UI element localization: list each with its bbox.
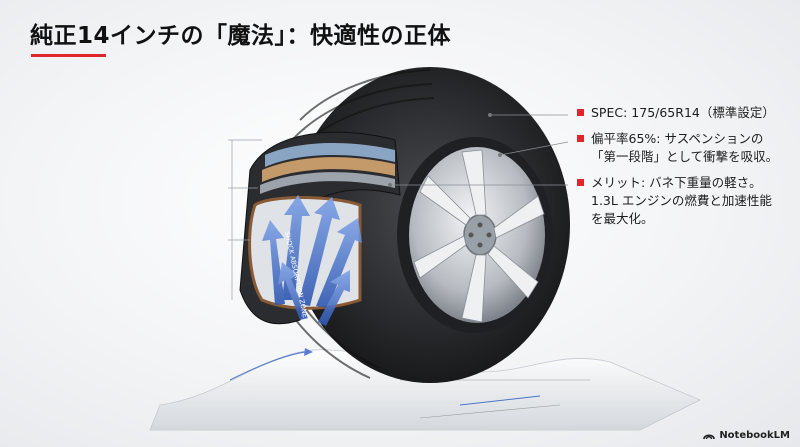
bullet-text: SPEC: 175/65R14（標準設定） [591,105,775,120]
bullet-marker [577,135,584,142]
ground-dimension-line [459,395,541,406]
title-underline [31,54,106,57]
bullet-marker [577,179,584,186]
cutaway-layer-tan [262,157,395,182]
bullet-text: 「第一段階」として衝撃を吸収。 [591,149,779,164]
lug-nut [468,232,474,238]
leader-lines [390,114,569,186]
bullet-text: を最大化。 [591,211,654,226]
leader-dot [488,113,492,117]
lug-nut [486,232,492,238]
leader-dot [498,153,502,157]
bullet-text: 1.3L エンジンの燃費と加速性能 [591,193,772,208]
lug-nut [477,242,483,248]
dimension-guides [228,139,262,300]
ground-baseline-2 [419,404,561,419]
notebooklm-logo: NotebookLM [703,430,790,441]
lug-nut [477,222,483,228]
cutaway-layer-blue [265,143,395,167]
spec-bullet-list: SPEC: 175/65R14（標準設定） 偏平率65%: サスペンションの 「… [577,104,792,236]
notebooklm-icon [703,434,716,440]
bullet-text: 偏平率65%: サスペンションの [591,131,764,146]
ground-guide-arrowhead [304,348,313,356]
ground-guide-line [229,351,306,381]
wheel-spokes [413,149,545,323]
bullet-spec: SPEC: 175/65R14（標準設定） [577,104,792,122]
shock-absorption-arrows [262,195,362,326]
leader-dot [388,183,392,187]
page-title: 純正14インチの「魔法」：快適性の正体 [30,23,452,49]
bullet-merit: メリット: バネ下重量の軽さ。 1.3L エンジンの燃費と加速性能 を最大化。 [577,174,792,228]
bullet-marker [577,109,584,116]
bullet-text: メリット: バネ下重量の軽さ。 [591,175,762,190]
bullet-aspect-ratio: 偏平率65%: サスペンションの 「第一段階」として衝撃を吸収。 [577,130,792,166]
cutaway-layer-steel [260,172,395,194]
logo-text: NotebookLM [719,430,790,441]
